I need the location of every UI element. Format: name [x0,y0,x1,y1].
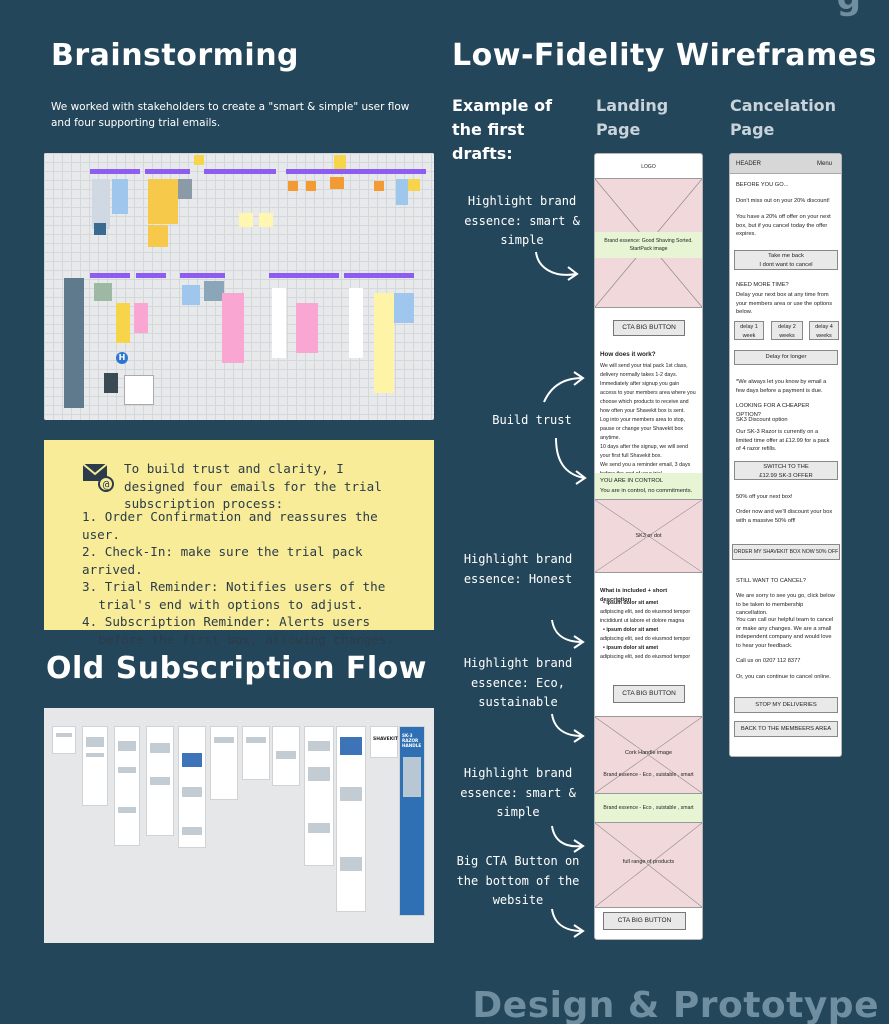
cork-image-placeholder: Cork Handle image Brand essence - Eco , … [595,716,702,794]
avatar: H [116,352,128,364]
email-item: 4. Subscription Reminder: Alerts users b… [82,614,395,647]
header-label: HEADER [736,161,762,167]
continue-text: Or, you can continue to cancel online. [736,674,831,680]
email-item: 2. Check-In: make sure the trial pack ar… [82,544,363,577]
shavekit-brand: SHAVEKIT [373,737,398,742]
how-it-works-title: How does it work? [600,351,656,358]
delay-text: Delay your next box at any time from you… [736,292,833,315]
arrow-icon [551,619,585,649]
arrow-icon [543,371,585,403]
order-now-text: Order now and we'll discount your box wi… [736,509,833,524]
brainstorming-title: Brainstorming [51,38,300,73]
menu-link[interactable]: Menu [816,161,832,167]
included-line: • ipsum dolor sit amet [603,645,659,651]
cork-brand-essence: Brand essence - Eco , suistable , smart [603,772,694,778]
sk3-image-placeholder: SK3 or dot [595,499,702,573]
svg-text:@: @ [103,478,110,491]
wireframes-title: Low-Fidelity Wireframes [452,38,877,73]
cheaper-heading: LOOKING FOR A CHEAPER OPTION? [736,403,810,418]
annotation-eco: Highlight brand essence: Eco, sustainabl… [463,656,573,709]
how-line: 10 days after the signup, we will send y… [600,444,689,459]
old-flow-board: SHAVEKIT SK-3 RAZOR HANDLE [44,708,434,943]
fifty-heading: 50% off your next box! [736,494,793,500]
arrow-icon [551,908,585,938]
brainstorming-description: We worked with stakeholders to create a … [51,101,410,129]
old-flow-title: Old Subscription Flow [46,651,427,686]
how-line: Log into your members area to stop, paus… [600,417,686,441]
switch-label-2: £12.99 SK-3 OFFER [759,472,813,479]
arrow-icon [551,713,585,743]
take-me-back-button[interactable]: Take me back I dont want to cancel [734,250,838,270]
cta-big-button-2[interactable]: CTA BIG BUTTON [613,685,685,703]
column-landing: Landing Page [596,96,669,139]
cta-big-button-3[interactable]: CTA BIG BUTTON [603,912,686,930]
corner-title-fragment: g [837,0,861,18]
column-cancel: Cancelation Page [730,96,837,139]
landing-wireframe: LOGO Brand essence: Good Shaving Sorted.… [594,153,703,940]
eco-brand-essence: Brand essence - Eco , suistable , smart [595,794,702,822]
included-line: • ipsum dolor sit amet [603,627,659,633]
annotation-smart-simple: Highlight brand essence: smart & simple [464,194,580,247]
products-image-placeholder: full range of products [595,822,702,908]
dont-cancel-label: I dont want to cancel [759,261,813,268]
logo: LOGO [641,164,656,170]
sk3-label: SK3 or dot [635,533,662,539]
included-line: adipiscing elit, sed do eiusmod tempor [600,636,691,642]
email-at-icon: @ [82,462,116,492]
arrow-icon [535,251,579,281]
annotation-smart-simple-2: Highlight brand essence: smart & simple [460,766,576,819]
arrow-icon [551,825,585,853]
delay-4-weeks-button[interactable]: delay 4 weeks [809,321,839,340]
before-heading: BEFORE YOU GO... [736,182,789,188]
sk3-option: SK3 Discount option [736,417,788,423]
take-me-back-label: Take me back [768,253,804,259]
discount-text: Don't miss out on your 20% discount! [736,198,830,204]
razor-promo-text: SK-3 RAZOR HANDLE [402,733,422,748]
call-us-text: Call us on 0207 112 8377 [736,658,801,664]
footer-section-title: Design & Prototype [472,985,879,1024]
still-cancel-heading: STILL WANT TO CANCEL? [736,578,807,584]
control-heading: YOU ARE IN CONTROL [600,478,664,484]
back-to-members-button[interactable]: BACK TO THE MEMBEERS AREA [734,721,838,737]
emails-intro: To build trust and clarity, I designed f… [124,461,382,511]
annotation-big-cta: Big CTA Button on the bottom of the webs… [456,854,580,907]
how-line: We will send your trial pack 1st class, … [600,363,688,378]
arrow-icon [555,437,587,485]
hero-startpack: StartPack image [629,246,668,252]
brainstorm-board: H [44,153,434,420]
delay-longer-button[interactable]: Delay for longer [734,350,838,365]
cancel-wireframe: HEADER Menu BEFORE YOU GO... Don't miss … [729,153,842,757]
email-item: 3. Trial Reminder: Notifies users of the… [82,579,386,612]
included-line: adipiscing elit, sed do eiusmod tempor i… [600,609,691,624]
need-time-heading: NEED MORE TIME? [736,282,789,288]
call-team-text: You can call our helpful team to cancel … [736,617,834,649]
payment-notice: *We always let you know by email a few d… [736,379,827,394]
offer-text: You have a 20% off offer on your next bo… [736,214,831,237]
sorry-text: We are sorry to see you go, click below … [736,593,835,616]
column-example: Example of the first drafts: [452,96,553,163]
cta-big-button[interactable]: CTA BIG BUTTON [613,320,685,336]
switch-label-1: SWITCH TO THE [763,464,809,470]
annotation-honest: Highlight brand essence: Honest [463,552,573,586]
control-text: You are in control, no commitments. [600,488,693,494]
delay-2-weeks-button[interactable]: delay 2 weeks [771,321,803,340]
products-label: full range of products [622,859,675,865]
cork-label: Cork Handle image [624,750,673,756]
hero-brand-essence: Brand essence: Good Shaving Sorted. [604,238,693,244]
annotation-build-trust: Build trust [492,413,572,427]
emails-note: @ To build trust and clarity, I designed… [44,440,434,647]
included-line: • ipsum dolor sit amet [603,600,659,606]
switch-offer-button[interactable]: SWITCH TO THE £12.99 SK-3 OFFER [734,461,838,480]
order-box-button[interactable]: ORDER MY SHAVEKIT BOX NOW 50% OFF [732,544,840,560]
how-line: Immediately after signup you gain access… [600,381,696,414]
email-item: 1. Order Confirmation and reassures the … [82,509,378,542]
included-title: What is included + short description [600,588,668,603]
delay-1-week-button[interactable]: delay 1 week [734,321,764,340]
stop-deliveries-button[interactable]: STOP MY DELIVERIES [734,697,838,713]
sk3-offer-text: Our SK-3 Razor is currently on a limited… [736,429,830,452]
included-line: adipiscing elit, sed do eiusmod tempor [600,654,691,660]
